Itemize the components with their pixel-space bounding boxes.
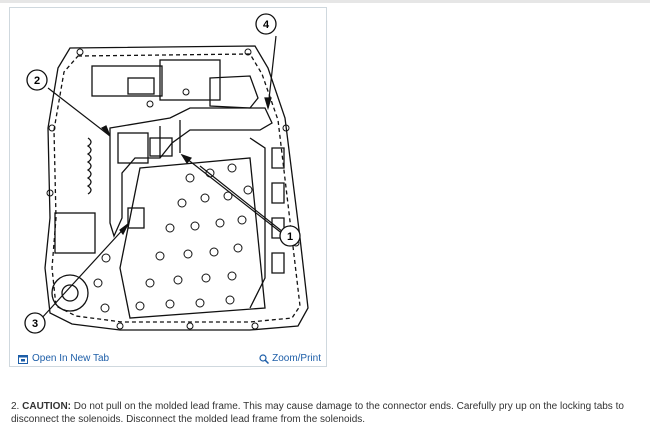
top-divider [0,0,650,3]
open-tab-icon [18,354,28,364]
callout-4: 4 [263,19,270,31]
zoom-print-link[interactable]: Zoom/Print [259,353,321,364]
caution-label: CAUTION: [22,401,72,412]
callout-2: 2 [34,75,40,87]
callout-1: 1 [287,231,293,243]
callout-3: 3 [32,318,38,330]
open-new-tab-label: Open In New Tab [32,353,110,364]
figure-panel: 2 4 1 3 Open In New Tab Zoom/Print [9,7,327,367]
instruction-text: Do not pull on the molded lead frame. Th… [11,401,624,425]
magnifier-icon [259,353,270,364]
zoom-print-label: Zoom/Print [272,353,321,364]
open-new-tab-link[interactable]: Open In New Tab [18,353,109,364]
figure-footer: Open In New Tab Zoom/Print [10,348,326,368]
instruction-step: 2. CAUTION: Do not pull on the molded le… [11,400,643,426]
step-number: 2. [11,401,20,412]
valve-body-diagram: 2 4 1 3 [24,13,309,334]
